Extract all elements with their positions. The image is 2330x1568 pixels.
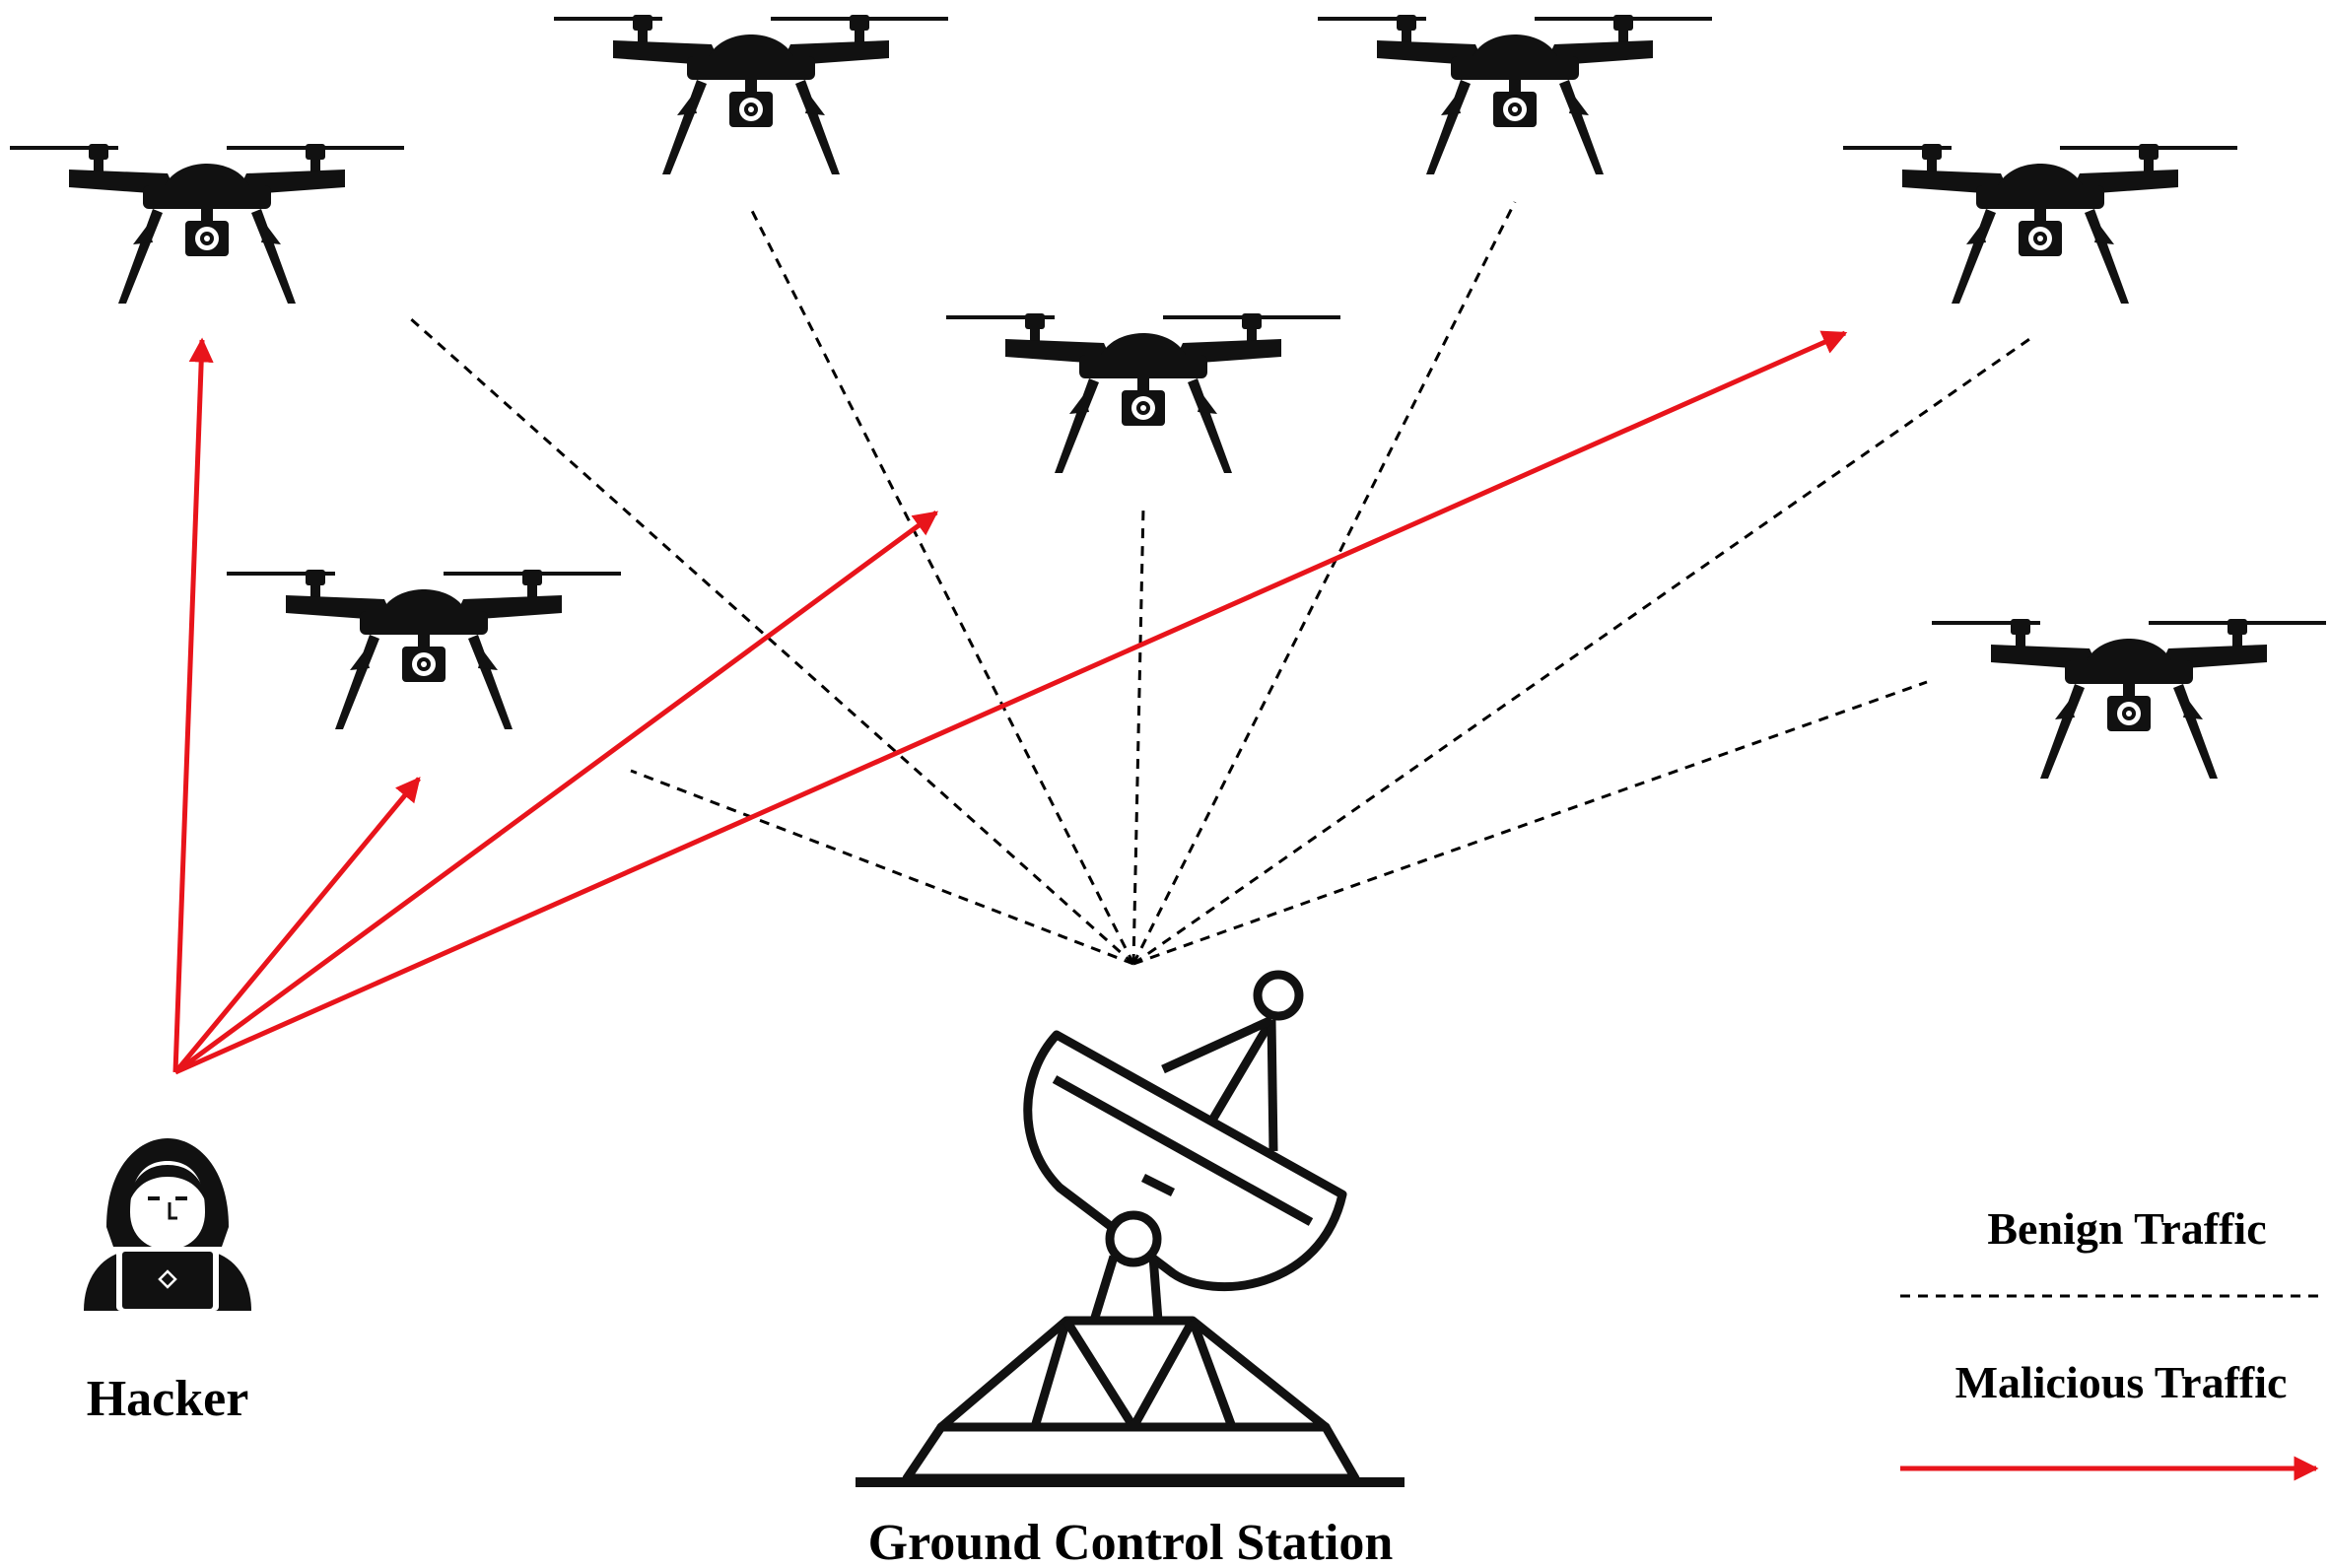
drone-icon: [944, 311, 1342, 475]
drone-icon: [8, 142, 406, 306]
drone-icon: [225, 568, 623, 731]
malicious-traffic-links: [172, 330, 1848, 1075]
legend-malicious-label: Malicious Traffic: [1955, 1357, 2288, 1407]
benign-link: [1131, 201, 1517, 965]
malicious-arrow: [172, 337, 214, 1073]
drone-icon: [1316, 13, 1714, 176]
hacker-label: Hacker: [87, 1371, 249, 1427]
legend: [1900, 1294, 2326, 1481]
hacker-icon: [84, 1138, 251, 1311]
legend-benign-label: Benign Traffic: [1987, 1203, 2266, 1254]
benign-link: [630, 769, 1134, 966]
malicious-arrow: [173, 330, 1848, 1075]
benign-link: [1132, 680, 1928, 966]
benign-link: [408, 315, 1134, 966]
drone-icon: [552, 13, 950, 176]
drone-icon: [1841, 142, 2239, 306]
benign-link: [1132, 333, 2036, 966]
benign-link: [1131, 507, 1145, 965]
malicious-arrow: [173, 510, 939, 1075]
benign-link: [747, 204, 1135, 965]
malicious-arrow: [173, 777, 421, 1074]
drone-icon: [1930, 617, 2328, 781]
ground-station-label: Ground Control Station: [868, 1515, 1394, 1568]
satellite-dish-icon: [856, 970, 1405, 1487]
benign-traffic-links: [408, 201, 2036, 966]
